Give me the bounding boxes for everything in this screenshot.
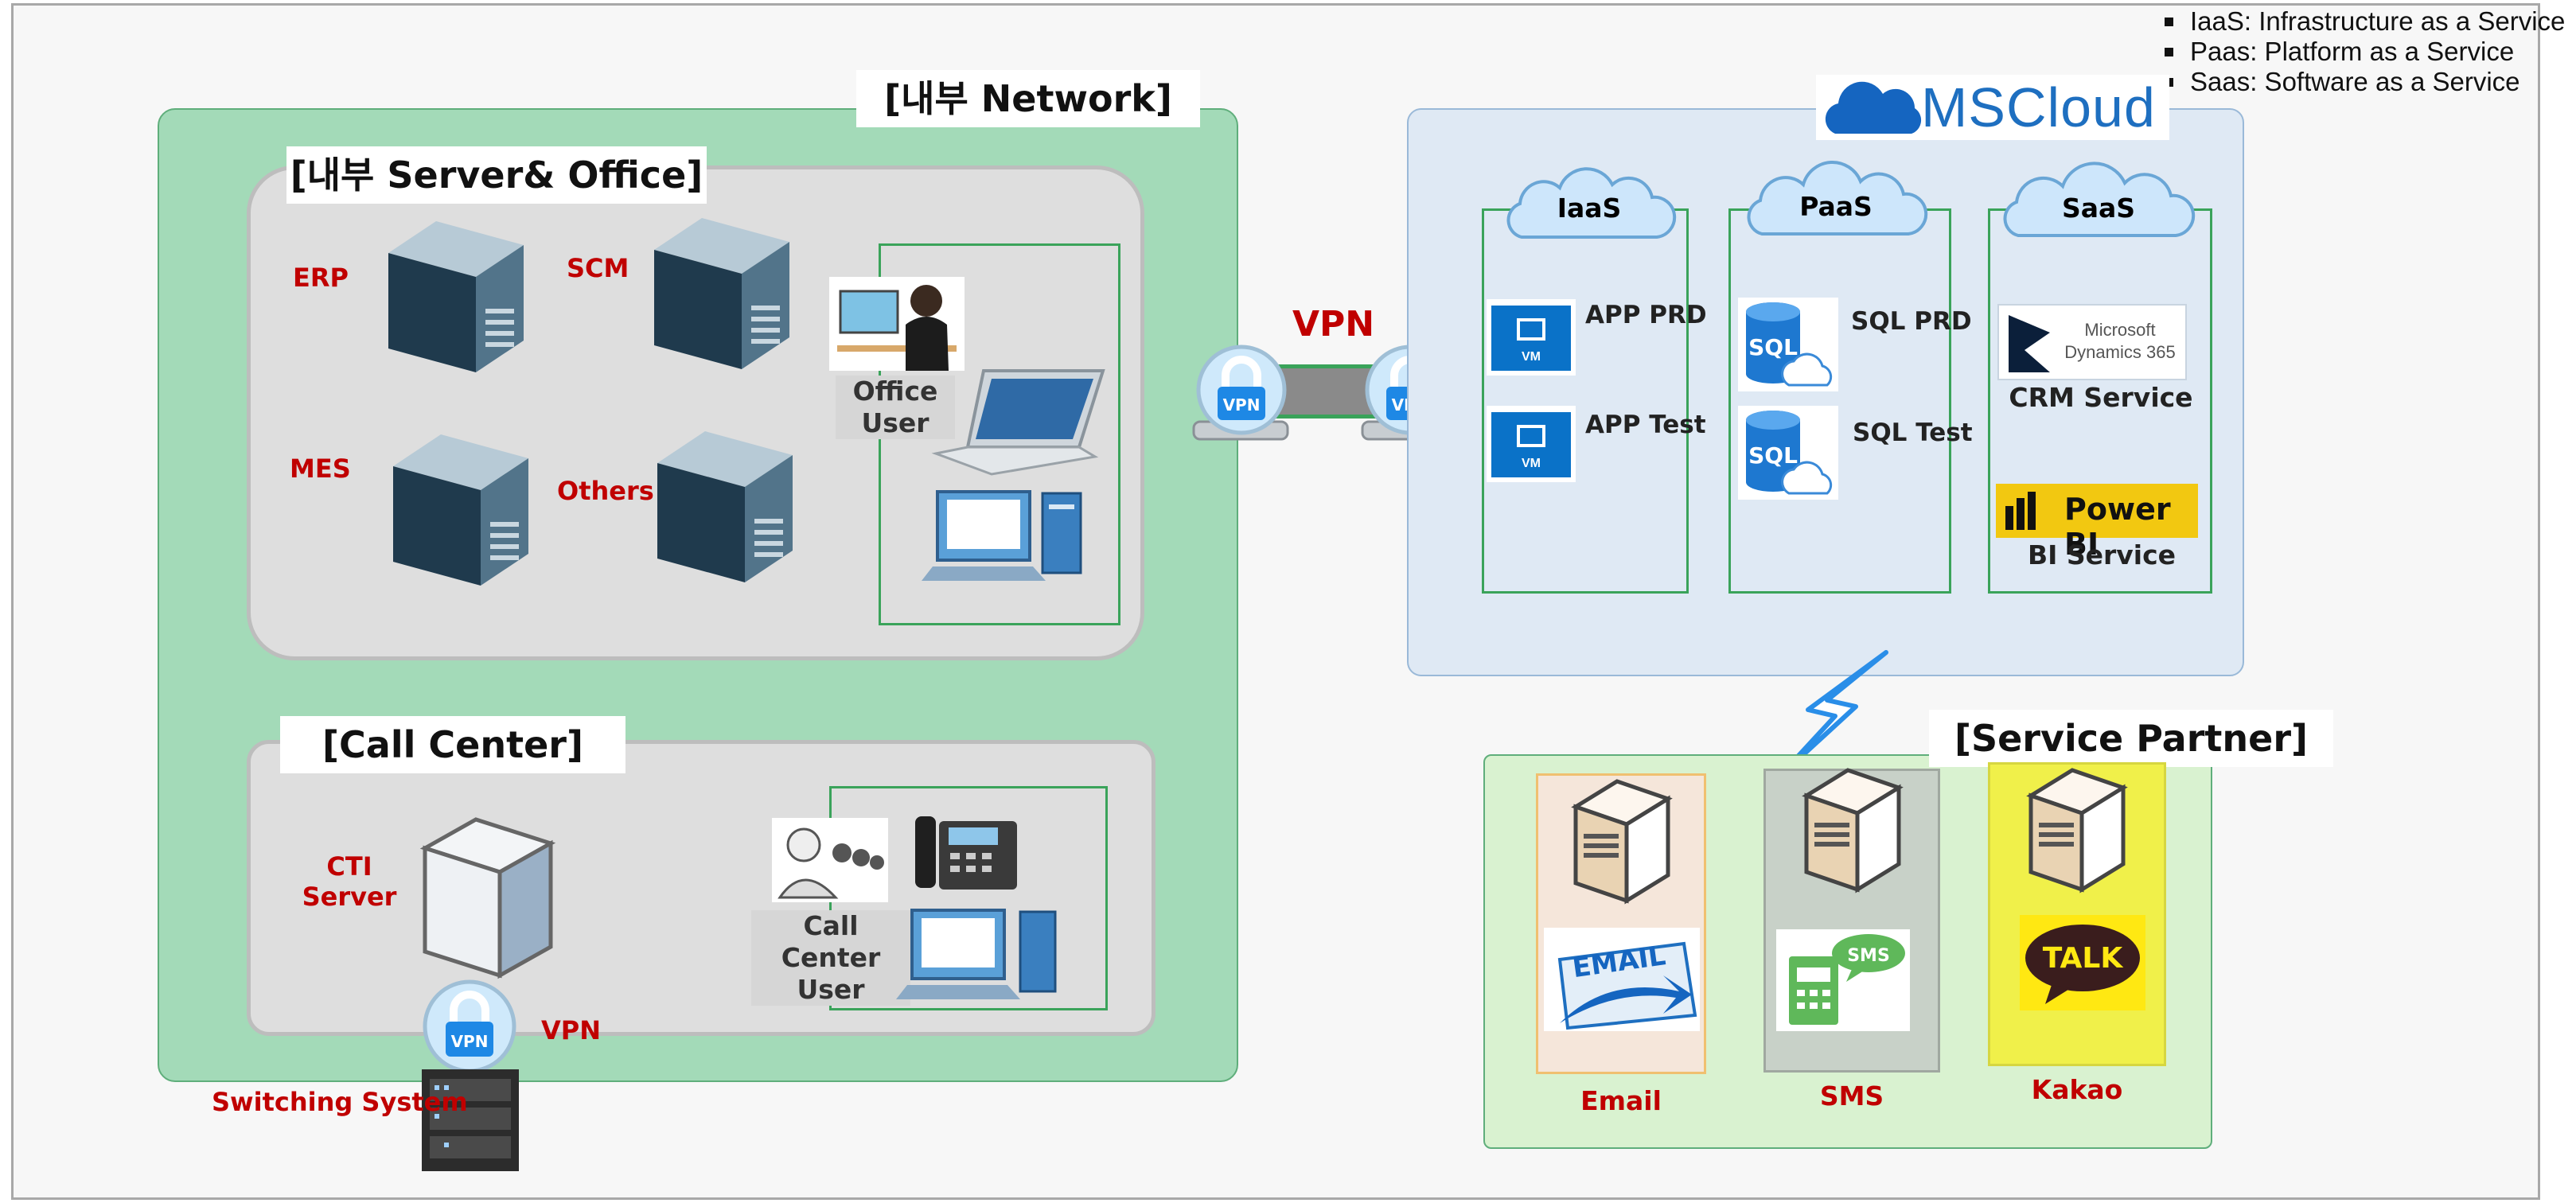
- erp-server-icon: [388, 221, 524, 372]
- legend-item-iaas: IaaS: Infrastructure as a Service: [2161, 6, 2565, 37]
- switching-system-label: Switching System: [212, 1087, 468, 1117]
- legend: IaaS: Infrastructure as a Service Paas: …: [2161, 6, 2565, 97]
- server-label-scm: SCM: [567, 253, 629, 283]
- kakao-server-icon: [2026, 768, 2128, 893]
- desktop-pc-icon: [922, 490, 1082, 581]
- saas-title: SaaS: [2061, 193, 2136, 224]
- cti-server-icon: [419, 817, 556, 979]
- cloud-logo-icon: [1825, 81, 1922, 134]
- app-test-vm-icon: VM: [1487, 406, 1576, 482]
- paas-cloud-header-icon: [1747, 160, 1928, 236]
- dynamics-365-logo: Microsoft Dynamics 365: [1997, 304, 2187, 380]
- paas-column: [1728, 208, 1951, 594]
- app-test-label: APP Test: [1585, 411, 1706, 439]
- call-center-title: [Call Center]: [280, 716, 625, 773]
- paas-title: PaaS: [1799, 191, 1873, 222]
- app-prd-vm-icon: VM: [1487, 299, 1576, 376]
- sql-prd-icon: SQL: [1738, 298, 1838, 391]
- sms-logo-text: SMS: [1847, 946, 1890, 966]
- call-center-pc-icon: [896, 909, 1057, 999]
- call-center-user-label: Call Center User: [751, 910, 910, 1006]
- laptop-icon: [931, 369, 1105, 476]
- server-label-erp: ERP: [293, 263, 349, 293]
- power-bi-logo: Power BI: [1996, 484, 2198, 562]
- mes-server-icon: [393, 434, 528, 586]
- saas-cloud-header-icon: [2003, 162, 2196, 237]
- dynamics-logo-line2: Dynamics 365: [2064, 342, 2176, 362]
- vpn-tunnel: [1270, 364, 1382, 419]
- dynamics-icon: [2009, 315, 2050, 372]
- app-prd-vm-text: VM: [1522, 350, 1541, 364]
- service-partner-title: [Service Partner]: [1929, 710, 2333, 767]
- iaas-title: IaaS: [1557, 193, 1622, 224]
- kakao-partner-label: Kakao: [2031, 1074, 2123, 1105]
- call-center-vpn-label: VPN: [541, 1015, 601, 1045]
- vpn-link-label: VPN: [1292, 304, 1375, 345]
- switching-system-icon: [422, 1069, 519, 1171]
- iaas-cloud-header-icon: [1506, 167, 1677, 239]
- call-center-vpn-badge-text: VPN: [451, 1032, 489, 1051]
- dynamics-logo-line1: Microsoft: [2084, 320, 2156, 340]
- email-server-icon: [1571, 779, 1673, 905]
- app-test-vm-text: VM: [1522, 457, 1541, 470]
- others-server-icon: [657, 431, 793, 582]
- power-bi-icon: [2005, 492, 2036, 530]
- kakao-logo-text: TALK: [2043, 942, 2124, 975]
- power-bi-logo-text: Power BI: [2064, 492, 2171, 562]
- server-label-others: Others: [557, 476, 654, 506]
- call-center-vpn-lock-icon: VPN: [423, 979, 516, 1073]
- sms-partner-label: SMS: [1819, 1080, 1884, 1112]
- mscloud-logo: MSCloud: [1816, 75, 2169, 140]
- bi-service-label: BI Service: [2027, 539, 2177, 570]
- legend-item-paas: Paas: Platform as a Service: [2161, 37, 2565, 67]
- sql-prd-label: SQL PRD: [1851, 307, 1972, 336]
- legend-item-saas: Saas: Software as a Service: [2161, 67, 2565, 97]
- email-logo-icon: EMAIL: [1544, 928, 1700, 1031]
- iaas-column: [1482, 208, 1689, 594]
- sms-server-icon: [1802, 768, 1904, 893]
- vpn-left-lock-icon: VPN: [1192, 345, 1289, 441]
- mscloud-logo-text: MSCloud: [1921, 76, 2156, 138]
- app-prd-label: APP PRD: [1585, 301, 1707, 329]
- sql-test-icon: SQL: [1738, 406, 1838, 500]
- cti-server-label: CTI Server: [302, 851, 397, 912]
- server-label-mes: MES: [290, 454, 351, 484]
- sql-prd-icon-text: SQL: [1748, 334, 1798, 360]
- kakao-talk-logo-icon: TALK: [2020, 915, 2145, 1010]
- office-user-label: Office User: [836, 376, 955, 439]
- sms-logo-icon: SMS: [1776, 929, 1910, 1031]
- email-partner-label: Email: [1580, 1085, 1662, 1116]
- call-agent-icon: [772, 818, 888, 902]
- crm-service-label: CRM Service: [2009, 382, 2193, 413]
- sql-test-icon-text: SQL: [1748, 442, 1798, 469]
- server-office-title: [내부 Server& Office]: [286, 146, 707, 204]
- vpn-left-badge-text: VPN: [1223, 395, 1261, 415]
- scm-server-icon: [654, 218, 789, 369]
- desk-phone-icon: [915, 816, 1017, 890]
- internal-network-title: [내부 Network]: [856, 70, 1200, 127]
- sql-test-label: SQL Test: [1853, 419, 1973, 447]
- office-worker-icon: [829, 277, 965, 371]
